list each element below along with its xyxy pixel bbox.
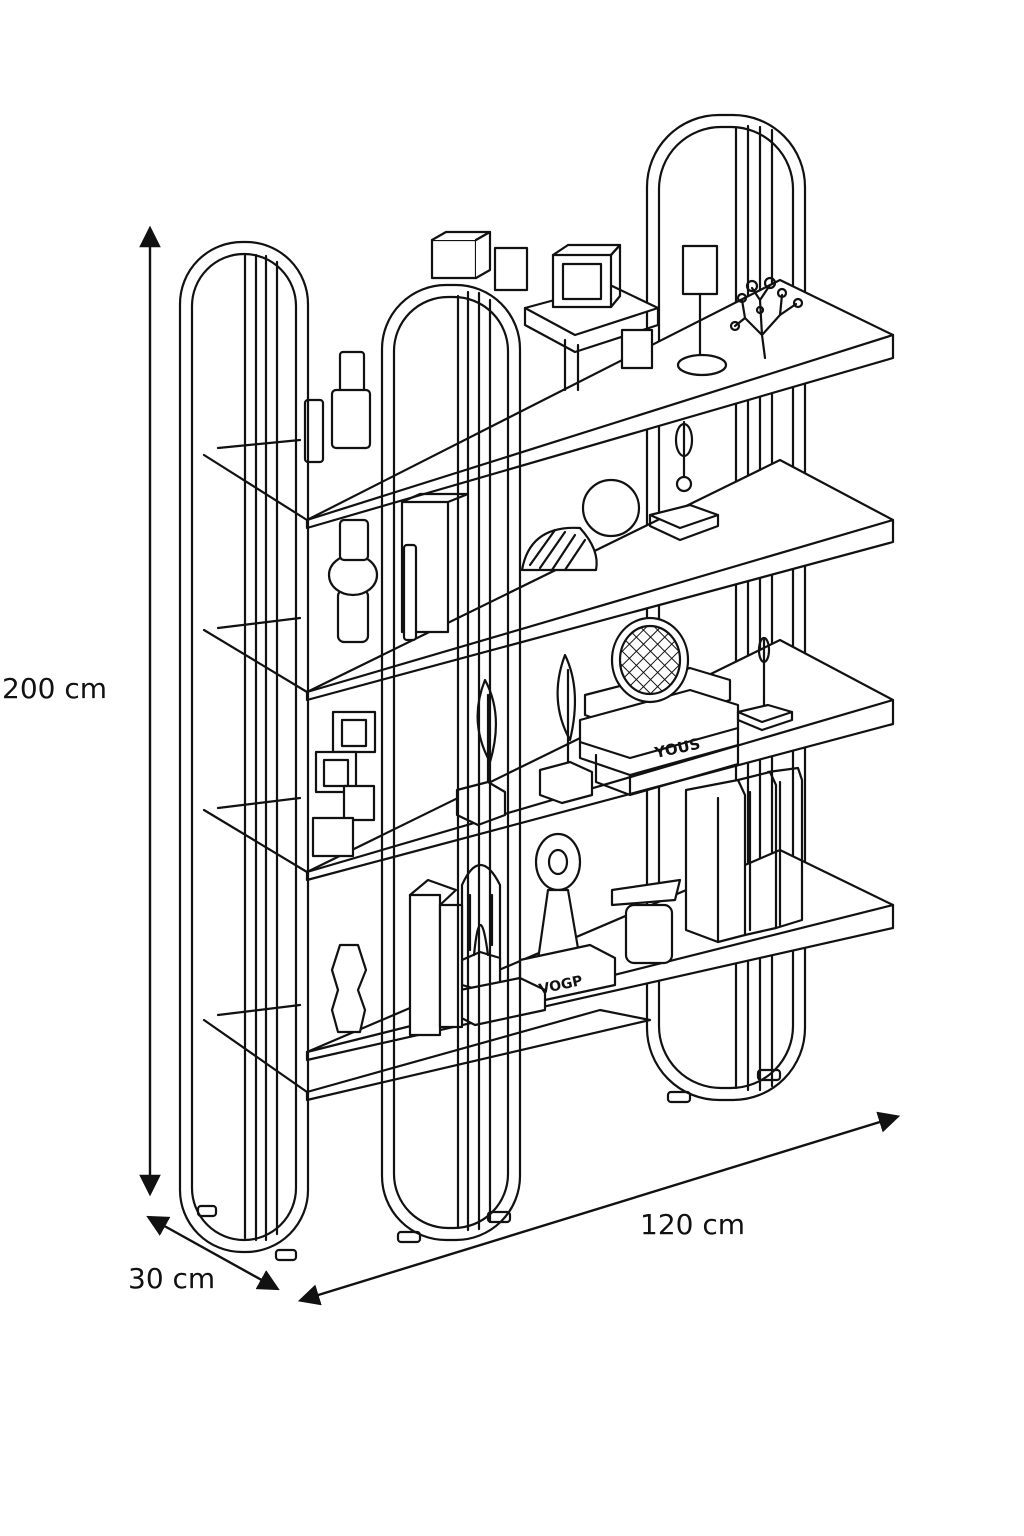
dimension-lines (139, 225, 901, 1306)
front-center-frame (380, 283, 522, 1244)
depth-label: 30 cm (128, 1262, 216, 1295)
depth-dimension-line (146, 1215, 280, 1291)
width-label: 120 cm (640, 1208, 746, 1241)
width-dimension-line (297, 1111, 901, 1306)
top-shelf-objects (303, 230, 804, 464)
height-label: 200 cm (2, 672, 108, 705)
shelf-2-objects (327, 420, 720, 644)
shelf-3-objects (311, 616, 794, 858)
front-left-frame (178, 240, 310, 1262)
